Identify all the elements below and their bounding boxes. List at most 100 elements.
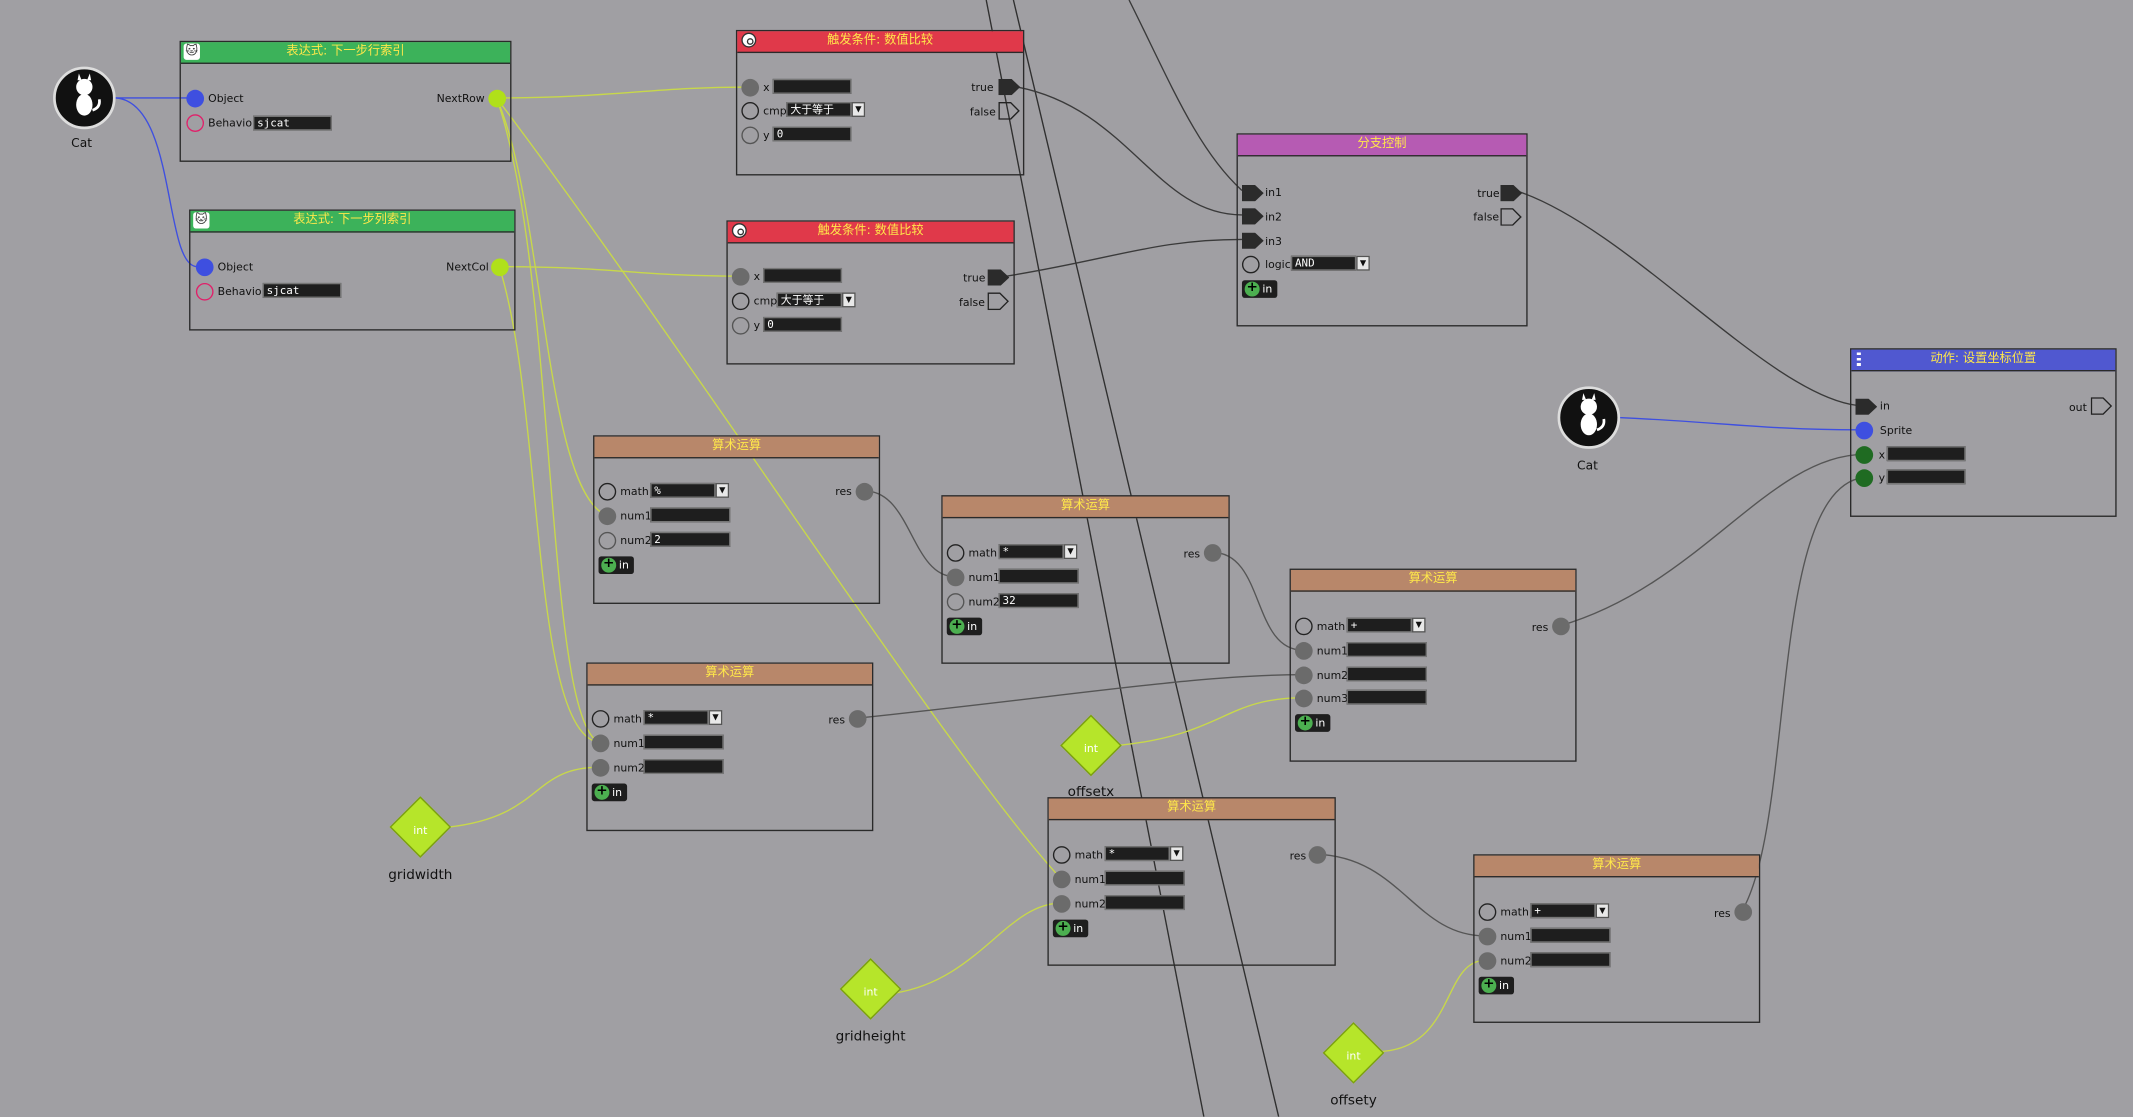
node-header[interactable]: 分支控制 (1237, 134, 1527, 157)
logic-pin[interactable] (1241, 255, 1260, 274)
y-field[interactable]: 0 (772, 126, 852, 142)
chevron-down-icon[interactable]: ▼ (1411, 617, 1426, 633)
math-pin[interactable] (591, 710, 610, 728)
num1-field[interactable] (1530, 927, 1611, 943)
in-exec-pin[interactable] (1855, 398, 1878, 415)
math-pin[interactable] (1478, 903, 1497, 921)
num2-pin[interactable] (1052, 895, 1071, 913)
logic-select[interactable]: AND (1290, 255, 1357, 271)
math-pin[interactable] (598, 482, 617, 501)
num1-field[interactable] (650, 507, 731, 523)
math-node-multiply-32[interactable]: 算术运算 math * ▼ num1 num2 32 + in res (941, 495, 1230, 664)
num1-pin[interactable] (1052, 870, 1071, 889)
node-header[interactable]: 算术运算 (1290, 569, 1576, 592)
add-input-button[interactable]: + in (1295, 714, 1331, 732)
y-pin[interactable] (741, 126, 760, 145)
chevron-down-icon[interactable]: ▼ (1063, 544, 1078, 560)
math-node-mod[interactable]: 算术运算 math % ▼ num1 num2 2 + in res (593, 435, 881, 604)
num2-pin[interactable] (591, 759, 610, 777)
next-row-output-pin[interactable] (488, 89, 507, 108)
node-header[interactable]: 动作: 设置坐标位置 (1851, 349, 2116, 372)
node-header[interactable]: 🐱 表达式: 下一步行索引 (180, 42, 511, 64)
object-pin[interactable] (195, 258, 214, 277)
num3-pin[interactable] (1295, 689, 1313, 708)
res-output-pin[interactable] (855, 482, 874, 501)
add-input-button[interactable]: + in (946, 617, 983, 636)
math-select[interactable]: * (643, 710, 709, 726)
num2-field[interactable] (1346, 666, 1427, 682)
num1-field[interactable] (1104, 870, 1185, 886)
cmp-pin[interactable] (731, 292, 750, 311)
node-header[interactable]: 🐱 表达式: 下一步列索引 (190, 210, 515, 233)
y-pin[interactable] (731, 316, 750, 335)
chevron-down-icon[interactable]: ▼ (1595, 903, 1610, 919)
action-node-set-position[interactable]: 动作: 设置坐标位置 in Sprite x y out (1850, 348, 2117, 517)
false-exec-pin[interactable] (987, 292, 1010, 311)
math-select[interactable]: * (1104, 846, 1170, 862)
num2-pin[interactable] (598, 531, 617, 550)
num2-field[interactable] (643, 759, 724, 775)
false-exec-pin[interactable] (1500, 208, 1522, 226)
trigger-node-compare-1[interactable]: 触发条件: 数值比较 x cmp 大于等于 ▼ y 0 true false (735, 29, 1025, 176)
object-pin[interactable] (186, 89, 205, 108)
num1-field[interactable] (1346, 642, 1427, 658)
add-input-button[interactable]: + in (1241, 280, 1278, 298)
math-pin[interactable] (1295, 617, 1313, 636)
node-header[interactable]: 算术运算 (587, 663, 872, 686)
math-node-multiply-height[interactable]: 算术运算 math * ▼ num1 num2 + in res (1047, 797, 1336, 966)
x-field[interactable] (772, 78, 852, 94)
sprite-pin[interactable] (1855, 421, 1874, 440)
x-pin[interactable] (1855, 446, 1874, 464)
num1-pin[interactable] (591, 734, 610, 753)
in3-exec-pin[interactable] (1241, 232, 1264, 249)
branch-node[interactable]: 分支控制 in1 in2 in3 logic AND ▼ + in true f… (1236, 133, 1528, 327)
chevron-down-icon[interactable]: ▼ (708, 710, 723, 726)
behavior-pin[interactable] (195, 282, 214, 301)
math-select[interactable]: + (1530, 903, 1596, 919)
num2-pin[interactable] (1478, 952, 1497, 970)
node-header[interactable]: 算术运算 (942, 496, 1229, 519)
add-input-button[interactable]: + in (598, 556, 634, 575)
cat-object-avatar[interactable] (53, 66, 116, 130)
x-field[interactable] (763, 267, 843, 283)
num1-pin[interactable] (946, 568, 965, 587)
true-exec-pin[interactable] (998, 78, 1021, 96)
node-header[interactable]: 触发条件: 数值比较 (727, 221, 1014, 244)
next-col-output-pin[interactable] (491, 258, 509, 277)
num2-field[interactable]: 2 (650, 531, 731, 547)
num2-field[interactable] (1104, 895, 1185, 911)
math-select[interactable]: * (998, 544, 1064, 560)
res-output-pin[interactable] (1203, 544, 1222, 562)
expression-node-next-row[interactable]: 🐱 表达式: 下一步行索引 Object Behavior sjcat Next… (179, 40, 512, 162)
x-field[interactable] (1886, 446, 1966, 462)
add-input-button[interactable]: + in (1478, 976, 1515, 995)
math-pin[interactable] (946, 544, 965, 562)
add-input-button[interactable]: + in (591, 783, 628, 802)
num1-pin[interactable] (1478, 927, 1497, 946)
node-header[interactable]: 算术运算 (594, 436, 879, 459)
res-output-pin[interactable] (1308, 846, 1327, 864)
math-select[interactable]: + (1346, 617, 1412, 633)
false-exec-pin[interactable] (998, 102, 1020, 120)
num2-pin[interactable] (946, 593, 965, 611)
in2-exec-pin[interactable] (1241, 208, 1264, 225)
cat-object-avatar[interactable] (1557, 386, 1621, 449)
num3-field[interactable] (1346, 689, 1427, 705)
num2-field[interactable] (1530, 952, 1611, 968)
chevron-down-icon[interactable]: ▼ (1356, 255, 1370, 271)
cmp-pin[interactable] (741, 102, 760, 120)
math-node-multiply-width[interactable]: 算术运算 math * ▼ num1 num2 + in res (586, 662, 874, 832)
node-header[interactable]: 算术运算 (1048, 798, 1335, 821)
node-header[interactable]: 触发条件: 数值比较 (737, 31, 1023, 54)
chevron-down-icon[interactable]: ▼ (1169, 846, 1184, 862)
expression-node-next-col[interactable]: 🐱 表达式: 下一步列索引 Object Behavior sjcat Next… (189, 209, 516, 331)
cmp-select[interactable]: 大于等于 (786, 102, 852, 117)
chevron-down-icon[interactable]: ▼ (842, 292, 856, 308)
num2-pin[interactable] (1295, 666, 1313, 685)
chevron-down-icon[interactable]: ▼ (851, 102, 866, 117)
num2-field[interactable]: 32 (998, 593, 1079, 609)
math-node-add-y[interactable]: 算术运算 math + ▼ num1 num2 + in res (1473, 854, 1761, 1023)
y-field[interactable]: 0 (763, 316, 843, 332)
num1-pin[interactable] (1295, 642, 1313, 660)
